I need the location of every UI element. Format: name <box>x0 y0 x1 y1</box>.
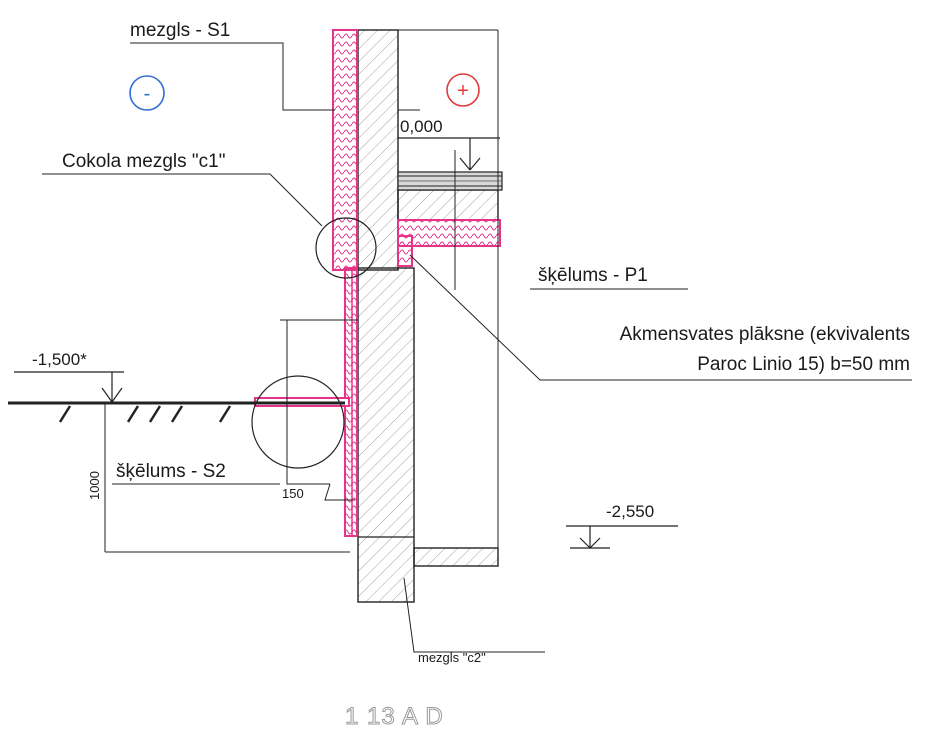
level-marker-floor <box>398 137 500 171</box>
outside-zone-sign: - <box>144 83 151 105</box>
slab-edge-insulation <box>397 235 413 267</box>
dimension-depth <box>104 403 350 553</box>
upper-wall <box>357 29 399 271</box>
upper-insulation <box>332 29 358 271</box>
label-mezgls-c2: mezgls "c2" <box>418 650 486 665</box>
foundation-wall <box>357 267 415 603</box>
level-marker-foundation <box>566 525 678 549</box>
label-akmensvates-line2: Paroc Linio 15) b=50 mm <box>697 354 910 375</box>
outside-zone-marker <box>129 75 165 111</box>
slab-insulation <box>397 219 501 247</box>
label-cokola-mezgls: Cokola mezgls "c1" <box>62 151 225 172</box>
basement-slab <box>413 547 499 567</box>
grid-axis-label: 1 13 A D <box>345 703 444 730</box>
dimension-offset-value: 150 <box>282 486 304 501</box>
inside-zone-marker <box>446 73 480 107</box>
label-mezgls-s1: mezgls - S1 <box>130 20 230 41</box>
level-marker-ground <box>14 371 124 403</box>
label-skelums-s2: šķēlums - S2 <box>116 461 226 482</box>
detail-circle-s2 <box>251 375 345 469</box>
level-floor: 0,000 <box>400 117 443 136</box>
detail-circle-c1 <box>315 217 377 279</box>
inside-zone-sign: + <box>457 80 469 102</box>
ground-hatch <box>58 405 232 423</box>
level-foundation: -2,550 <box>606 502 654 521</box>
level-ground: -1,500* <box>32 350 87 369</box>
dimension-depth-value: 1000 <box>87 471 102 500</box>
leader-lines <box>42 42 912 653</box>
label-skelums-p1: šķēlums - P1 <box>538 265 648 286</box>
label-akmensvates-line1: Akmensvates plāksne (ekvivalents <box>620 324 910 345</box>
floor-slab <box>397 189 499 221</box>
